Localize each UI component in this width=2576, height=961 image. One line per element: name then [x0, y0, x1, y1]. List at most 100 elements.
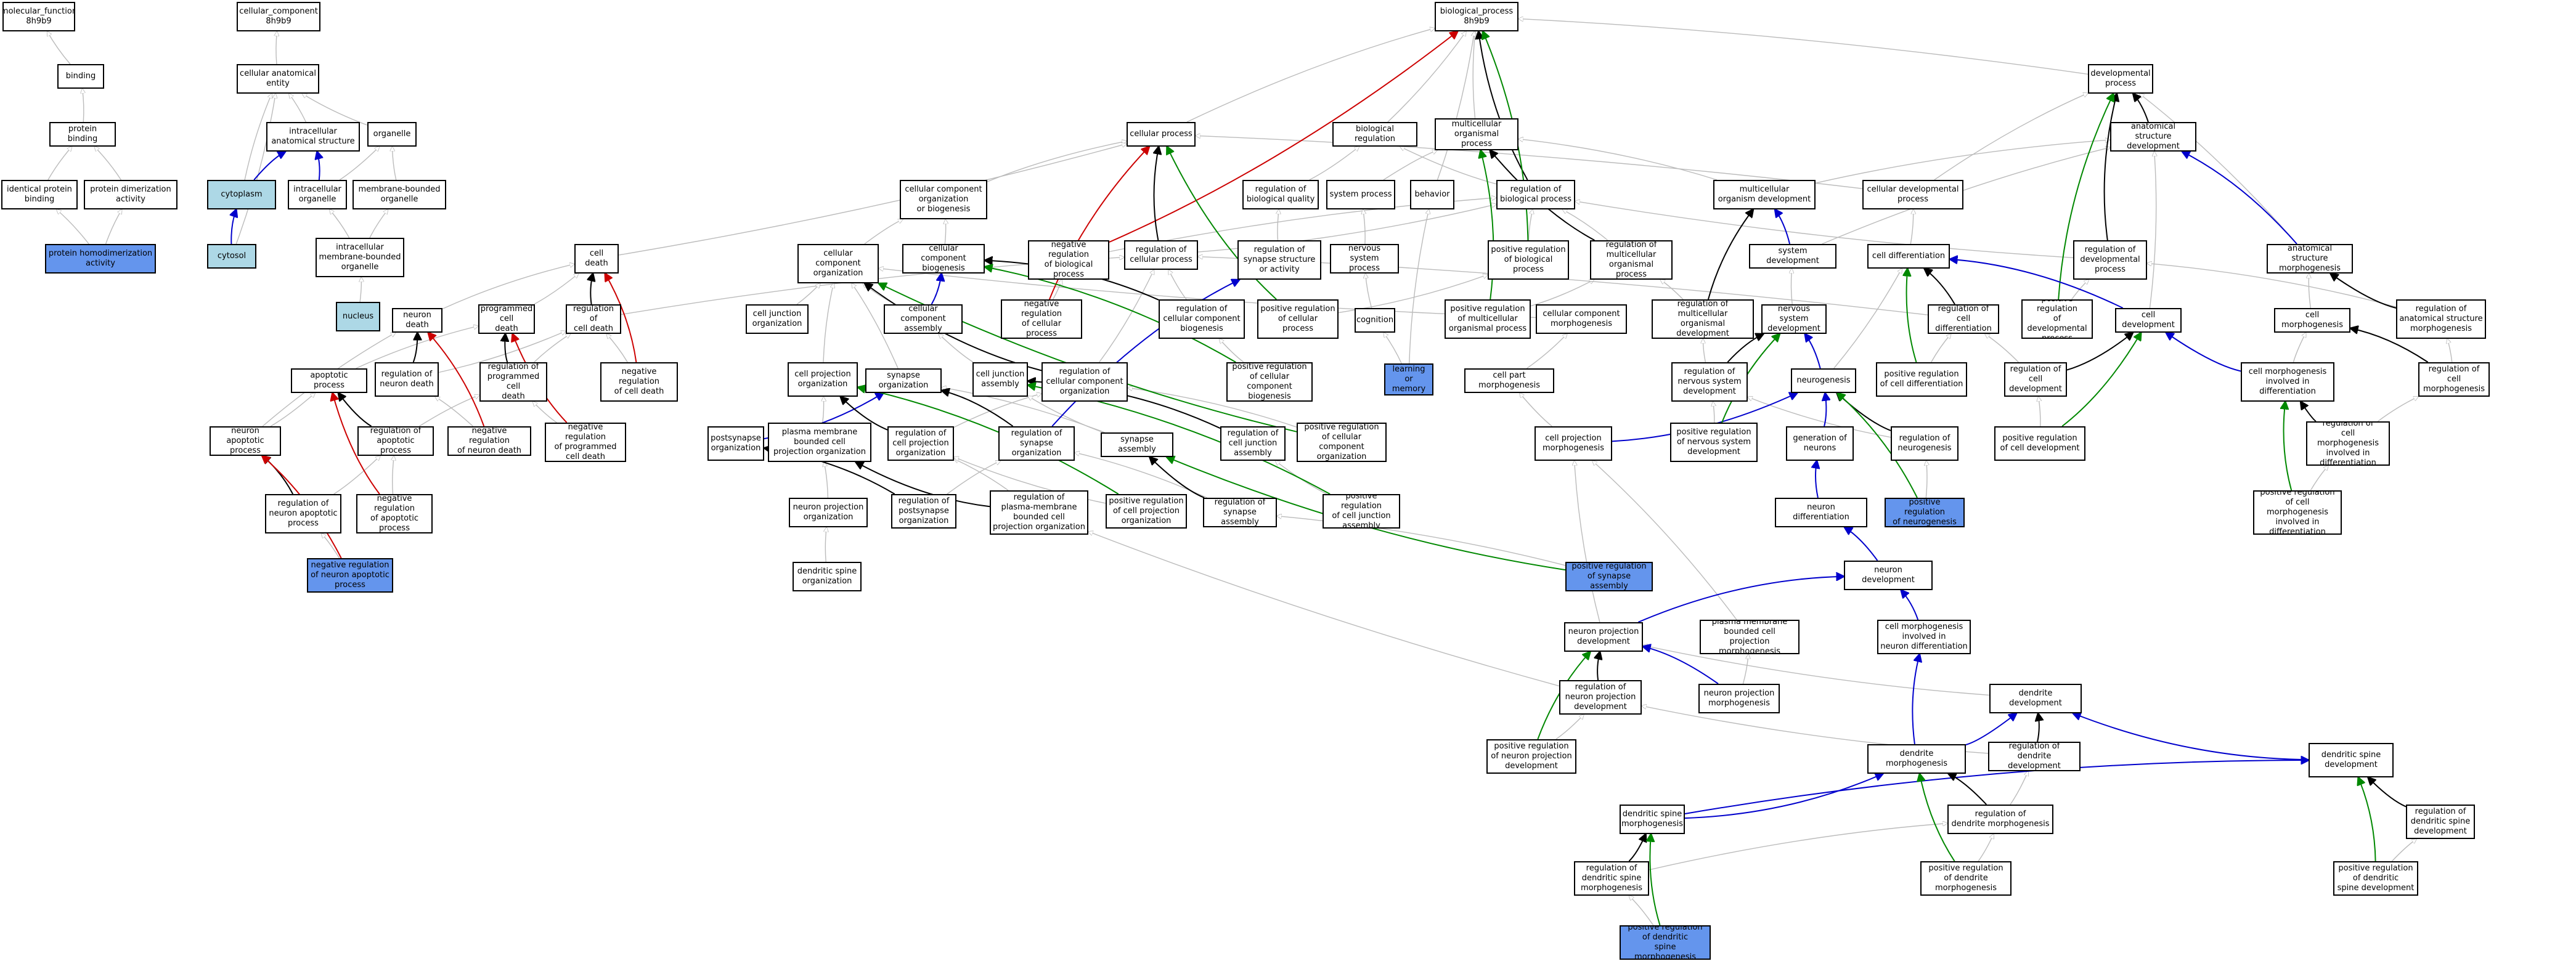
edge-prsa-rsa: [1277, 516, 1566, 566]
go-term-nrbp: negative regulation of biological proces…: [1028, 240, 1109, 280]
go-term-neurondev: neuron development: [1844, 561, 1933, 590]
go-term-mop: multicellular organismal process: [1435, 118, 1518, 150]
edge-rcp-cp: [1154, 147, 1159, 241]
edge-sysdev-asd: [1822, 147, 2110, 245]
go-term-prdm: positive regulation of dendrite morphoge…: [1920, 861, 2011, 896]
go-term-nsp: nervous system process: [1330, 244, 1399, 274]
go-term-cc: cellular_component 8h9b9: [237, 2, 320, 31]
edge-imbo-mbo: [369, 209, 388, 238]
go-term-pda: protein dimerization activity: [84, 180, 177, 209]
go-term-nsd: nervous system development: [1761, 304, 1827, 334]
edge-so-cco: [852, 283, 899, 369]
go-term-prcco: positive regulation of cellular componen…: [1297, 423, 1387, 462]
go-term-neurdiff: neuron differentiation: [1775, 498, 1867, 527]
go-term-rcm: regulation of cell morphogenesis: [2418, 362, 2490, 397]
go-term-cyt: cytoplasm: [207, 180, 276, 209]
edge-ipb-pb: [47, 147, 72, 180]
edge-bind-mf: [47, 31, 71, 65]
edge-cjo-cco: [796, 283, 820, 305]
go-term-prnsd: positive regulation of nervous system de…: [1670, 423, 1758, 462]
go-term-prccb: positive regulation of cellular componen…: [1226, 362, 1313, 402]
edge-prneurogen-neurogen: [1838, 393, 1918, 498]
edge-rmop-rbp: [1563, 209, 1608, 241]
edge-breg-bp: [1387, 31, 1466, 123]
go-term-cpm: cell part morphogenesis: [1464, 368, 1554, 393]
go-term-neurdeath: neuron death: [392, 308, 442, 333]
go-term-cdp: cellular developmental process: [1862, 180, 1963, 209]
edge-io-org: [339, 147, 379, 180]
edge-rpcd-pcd: [505, 334, 507, 363]
edge-cmid-celldev: [2166, 333, 2241, 372]
go-term-celldiff: cell differentiation: [1867, 244, 1950, 269]
go-term-sysdev: system development: [1749, 244, 1836, 269]
edge-prcdiff-rcdiff: [1931, 334, 1951, 363]
go-term-nrnap: negative regulation of neuron apoptotic …: [307, 558, 393, 593]
edge-mod-mop: [1518, 139, 1718, 180]
go-term-so: synapse organization: [865, 368, 942, 393]
go-term-celldeath: cell death: [574, 244, 619, 274]
go-term-nrcd: negative regulation of cell death: [600, 362, 678, 402]
edge-rbp-bp: [1478, 31, 1528, 180]
edge-celldev-celldiff: [1950, 259, 2124, 309]
edge-prcp-cp: [1167, 147, 1277, 300]
edge-nrap-ap: [333, 393, 380, 495]
go-term-rasm: regulation of anatomical structure morph…: [2396, 299, 2486, 339]
go-term-phda: protein homodimerization activity: [45, 244, 156, 274]
edge-npd-neurondev: [1637, 577, 1844, 623]
go-term-beh: behavior: [1410, 180, 1454, 209]
go-term-cmid: cell morphogenesis involved in different…: [2241, 362, 2334, 402]
edge-rso-so: [942, 391, 1014, 427]
edge-prdsm-dsm: [1650, 834, 1661, 926]
edge-mbo-org: [393, 147, 397, 180]
edge-beh-bp: [1437, 31, 1475, 180]
edge-prneurogen-rneurogen: [1926, 461, 1927, 498]
edge-asm-asd: [2182, 152, 2297, 245]
go-term-nrpcd: negative regulation of programmed cell d…: [545, 423, 626, 462]
edge-gon-neurogen: [1824, 393, 1826, 427]
edge-prnpd-rnpd: [1555, 715, 1584, 740]
edge-rdevp-devp: [2103, 94, 2117, 241]
edge-dsd-dendev: [2073, 713, 2309, 761]
go-term-cog: cognition: [1355, 308, 1395, 333]
go-term-nuc: nucleus: [336, 302, 380, 331]
edge-cpmorph-cpm: [1520, 393, 1552, 427]
edge-rnpd-npd: [1597, 652, 1600, 681]
go-term-rbq: regulation of biological quality: [1242, 180, 1319, 209]
go-term-rdevp: regulation of developmental process: [2073, 240, 2147, 280]
go-term-rso: regulation of synapse organization: [998, 426, 1075, 461]
edge-prcdiff-celldiff: [1907, 269, 1917, 363]
edge-devp-bp: [1518, 18, 2089, 75]
go-term-rneurogen: regulation of neurogenesis: [1891, 426, 1958, 461]
go-term-nap: neuron apoptotic process: [210, 426, 281, 456]
go-term-rdsm: regulation of dendritic spine morphogene…: [1574, 861, 1649, 896]
go-term-sysp: system process: [1326, 180, 1395, 209]
go-term-prdsm: positive regulation of dendritic spine m…: [1620, 925, 1711, 960]
edge-rcmid-rcm: [2377, 397, 2418, 422]
go-term-rbp: regulation of biological process: [1496, 180, 1575, 209]
edge-rcm-rasm: [2447, 339, 2453, 363]
go-term-gon: generation of neurons: [1786, 426, 1854, 461]
edge-pda-pb: [94, 147, 121, 180]
go-term-dsd: dendritic spine development: [2309, 743, 2394, 777]
edge-phda-pda: [105, 209, 122, 245]
edge-prmop-rmop: [1530, 280, 1594, 307]
edge-cdp-cp: [1196, 136, 1863, 189]
go-term-cca: cellular component assembly: [884, 304, 963, 334]
edge-nrcd-celldeath: [605, 274, 637, 363]
edge-cytosol-cyt: [231, 209, 236, 245]
edge-nrpcd-rpcd: [533, 402, 557, 423]
edge-prdsm-rdsm: [1629, 896, 1654, 926]
go-term-dso: dendritic spine organization: [793, 562, 862, 591]
edge-rmod-rmop: [1660, 280, 1684, 300]
edge-rcelldev-rcdiff: [1985, 334, 2019, 363]
go-term-breg: biological regulation: [1332, 122, 1417, 147]
go-term-rpmbcpo: regulation of plasma-membrane bounded ce…: [990, 490, 1088, 535]
go-term-pcd: programmed cell death: [478, 304, 535, 334]
edge-rap-rpcd: [418, 395, 479, 427]
go-term-ccb: cellular component biogenesis: [902, 244, 985, 274]
edge-ias-cae: [289, 94, 307, 123]
go-term-bp: biological_process 8h9b9: [1435, 2, 1518, 31]
edge-neurdeath-celldeath: [442, 264, 574, 310]
go-term-pb: protein binding: [49, 122, 116, 147]
go-term-rsa: regulation of synapse assembly: [1203, 498, 1277, 527]
